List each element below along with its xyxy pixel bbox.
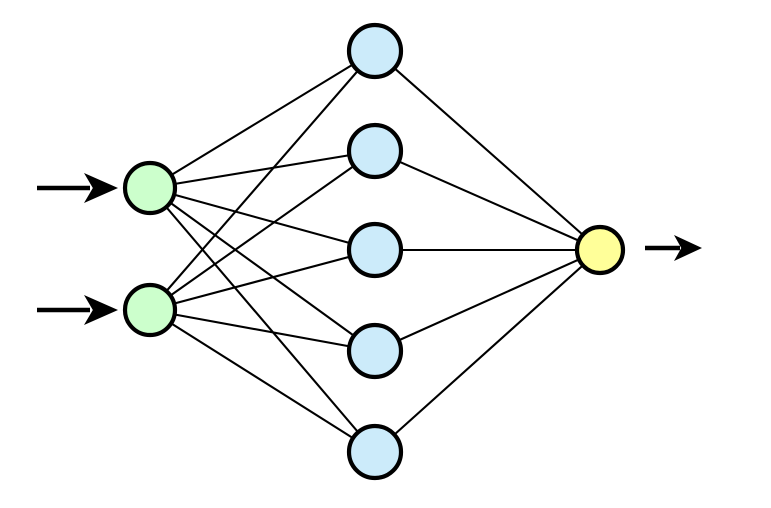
edge-i2-h2	[148, 149, 377, 312]
node-circle-h4[interactable]	[346, 322, 404, 380]
node-h3[interactable]	[346, 221, 404, 279]
node-circle-i1[interactable]	[122, 160, 178, 216]
io-arrows-group	[37, 173, 702, 325]
edge-i1-h1	[148, 49, 377, 190]
nodes-group	[122, 22, 626, 481]
edges-group	[148, 49, 602, 454]
output-arrow-icon	[645, 235, 702, 261]
output-arrow-head	[674, 235, 702, 261]
node-circle-h2[interactable]	[346, 122, 404, 180]
edge-i2-h4	[148, 308, 377, 353]
node-circle-h1[interactable]	[346, 22, 404, 80]
input-arrow-icon	[37, 295, 118, 325]
node-circle-o1[interactable]	[574, 224, 626, 276]
edge-h2-o1	[373, 149, 602, 252]
node-i2[interactable]	[122, 282, 178, 338]
node-circle-h3[interactable]	[346, 221, 404, 279]
edge-i2-h5	[148, 308, 377, 454]
edge-i2-h3	[148, 248, 377, 312]
input-arrow-head	[84, 173, 118, 203]
edge-h1-o1	[373, 49, 602, 252]
edge-i1-h5	[148, 186, 377, 454]
node-i1[interactable]	[122, 160, 178, 216]
edge-i1-h2	[148, 149, 377, 190]
node-h1[interactable]	[346, 22, 404, 80]
node-circle-h5[interactable]	[346, 423, 404, 481]
node-o1[interactable]	[574, 224, 626, 276]
edge-i2-h1	[148, 49, 377, 312]
input-arrow-head	[84, 295, 118, 325]
edge-i1-h4	[148, 186, 377, 353]
input-arrow-icon	[37, 173, 118, 203]
edge-h4-o1	[373, 248, 602, 353]
node-h2[interactable]	[346, 122, 404, 180]
edge-i1-h3	[148, 186, 377, 252]
node-h5[interactable]	[346, 423, 404, 481]
node-circle-i2[interactable]	[122, 282, 178, 338]
edge-h5-o1	[373, 248, 602, 454]
node-h4[interactable]	[346, 322, 404, 380]
